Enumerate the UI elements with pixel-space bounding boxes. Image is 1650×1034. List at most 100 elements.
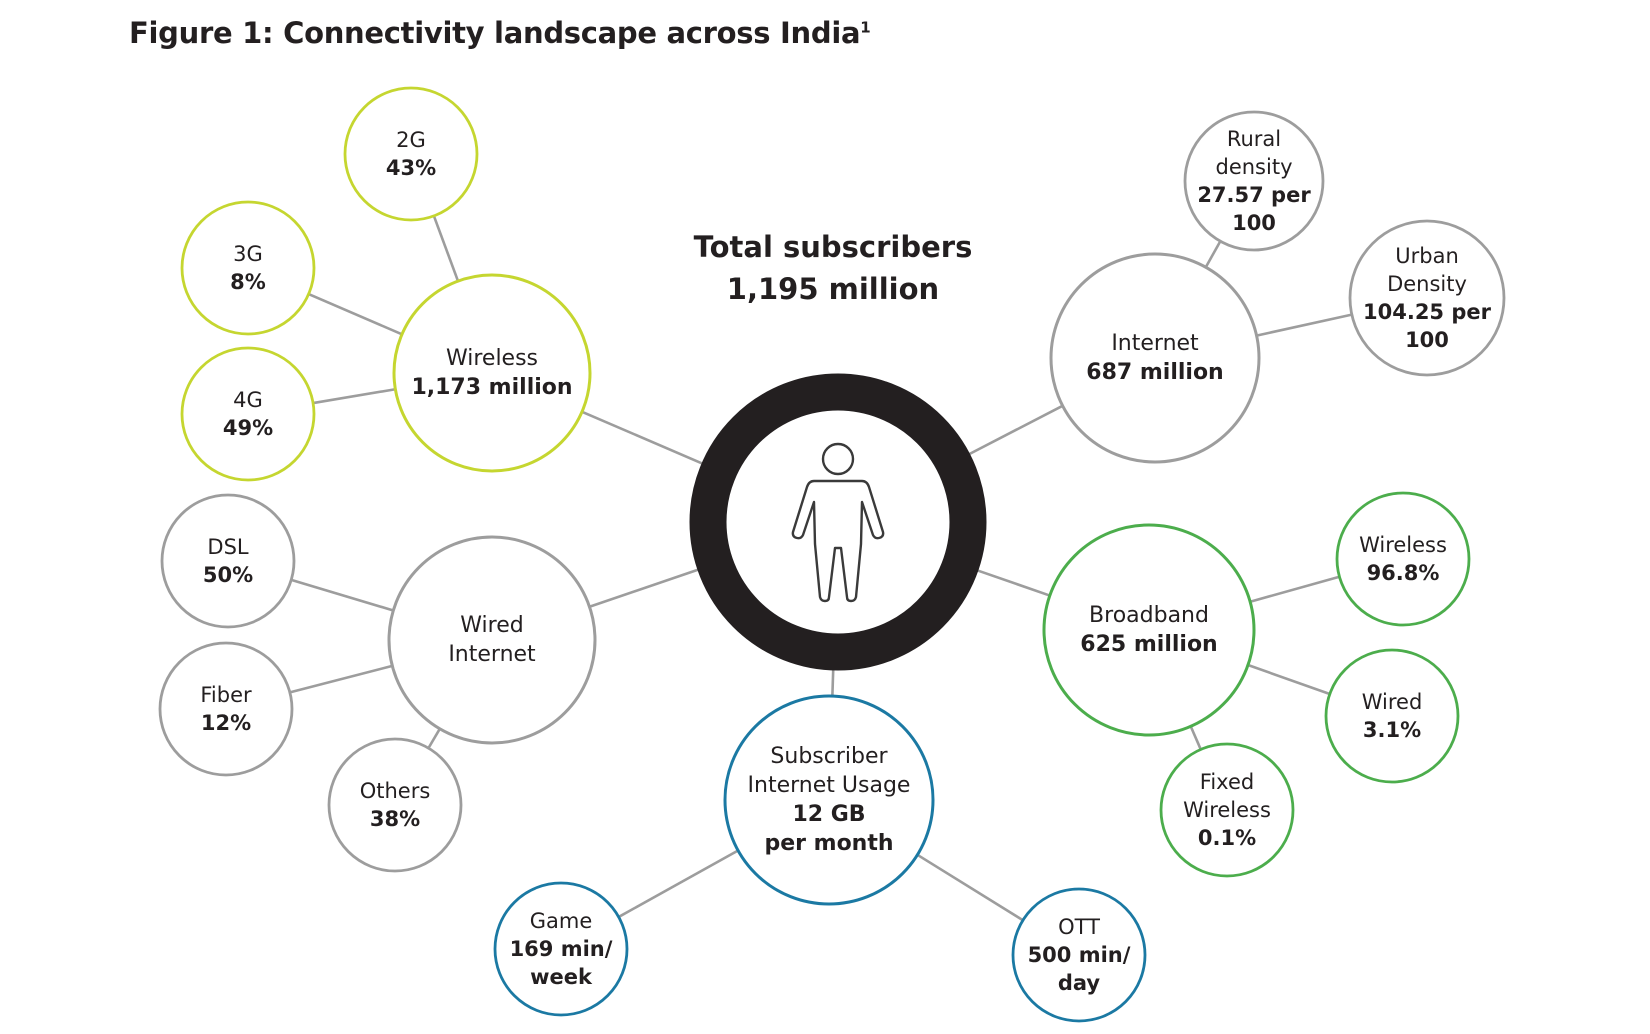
connector-wireless-g2: [432, 215, 460, 282]
person-icon: [791, 442, 885, 603]
connector-wireless-g3: [308, 292, 403, 336]
node-title: OTT: [1058, 915, 1100, 939]
node-title: Wireless: [1359, 533, 1447, 557]
node-label-broadband: Broadband 625 million: [1080, 601, 1217, 659]
center-ring: [689, 373, 987, 671]
node-circle-ott: [1011, 887, 1147, 1023]
node-value: 625 million: [1080, 632, 1218, 657]
node-title: Fiber: [200, 683, 252, 707]
node-circle-bb-fixed: [1159, 742, 1295, 878]
node-title: Internet: [1111, 331, 1199, 356]
figure-title-footnote: 1: [860, 18, 871, 37]
node-label-others: Others 38%: [360, 777, 431, 833]
node-circle-rural: [1183, 110, 1325, 252]
node-circle-wireless: [392, 273, 592, 473]
connector-internet-urban: [1256, 313, 1353, 337]
node-value: 1,173 million: [411, 375, 573, 400]
connector-broadband-bb_fixed: [1189, 725, 1202, 750]
node-title: Others: [359, 779, 431, 803]
node-title: Broadband: [1089, 603, 1209, 628]
connector-wired-fiber: [289, 664, 393, 694]
node-circle-internet: [1049, 252, 1261, 464]
node-value: 687 million: [1086, 360, 1224, 385]
node-value: 96.8%: [1366, 561, 1440, 585]
figure-title-text: Figure 1: Connectivity landscape across …: [129, 16, 861, 50]
connector-lines: [289, 215, 1353, 922]
node-title: Wired: [1361, 690, 1423, 714]
connector-center-internet: [968, 404, 1064, 456]
node-circle-urban: [1348, 219, 1506, 377]
connector-center-wireless: [581, 410, 703, 465]
node-label-fiber: Fiber 12%: [200, 681, 251, 737]
connector-internet-rural: [1204, 240, 1222, 268]
total-subscribers-title: Total subscribers: [693, 230, 973, 264]
node-label-game: Game 169 min/week: [510, 907, 613, 991]
node-value: 43%: [385, 156, 437, 180]
node-circle-usage: [723, 694, 935, 906]
node-circle-wired: [387, 535, 597, 745]
node-value: 500 min/day: [1027, 943, 1131, 995]
node-circles: [158, 86, 1506, 1023]
connector-wired-others: [427, 728, 441, 749]
connector-center-broadband: [977, 569, 1051, 597]
node-title: 4G: [233, 388, 263, 412]
connector-center-usage: [831, 669, 835, 697]
node-title: 3G: [233, 242, 263, 266]
node-circle-fiber: [158, 641, 294, 777]
figure-title: Figure 1: Connectivity landscape across …: [129, 16, 871, 50]
node-title: Game: [529, 909, 593, 933]
node-value: 0.1%: [1197, 826, 1257, 850]
node-circle-game: [493, 881, 629, 1017]
connector-center-wired: [589, 568, 699, 608]
node-value: 38%: [369, 807, 421, 831]
node-value: 8%: [230, 270, 266, 294]
node-label-internet: Internet 687 million: [1086, 329, 1223, 387]
total-subscribers-value: 1,195 million: [726, 272, 940, 306]
node-value: 12%: [200, 711, 252, 735]
node-value: 3.1%: [1362, 718, 1422, 742]
node-label-ott: OTT 500 min/day: [1028, 913, 1131, 997]
connector-wireless-g4: [312, 387, 396, 405]
node-title: Wireless: [445, 346, 539, 371]
node-value: 50%: [202, 563, 254, 587]
node-value: 49%: [222, 416, 274, 440]
node-circle-g3: [180, 200, 316, 336]
node-circle-dsl: [160, 493, 296, 629]
node-circle-g4: [180, 346, 316, 482]
connector-usage-ott: [916, 853, 1024, 922]
node-label-wireless: Wireless 1,173 million: [411, 344, 572, 402]
connector-usage-game: [618, 849, 739, 919]
node-label-dsl: DSL 50%: [203, 533, 253, 589]
total-subscribers: Total subscribers 1,195 million: [694, 226, 973, 310]
connector-broadband-bb_wireless: [1249, 575, 1340, 603]
connector-wired-dsl: [290, 578, 394, 612]
node-circle-bb-wireless: [1335, 491, 1471, 627]
node-circle-bb-wired: [1324, 648, 1460, 784]
node-title: DSL: [207, 535, 249, 559]
node-circle-others: [327, 737, 463, 873]
node-circle-broadband: [1042, 523, 1256, 737]
node-label-bb-wired: Wired 3.1%: [1362, 688, 1423, 744]
node-label-bb-wireless: Wireless 96.8%: [1359, 531, 1447, 587]
node-circle-g2: [343, 86, 479, 222]
node-value: 169 min/week: [509, 937, 613, 989]
connector-broadband-bb_wired: [1247, 663, 1331, 696]
node-title: 2G: [396, 128, 426, 152]
